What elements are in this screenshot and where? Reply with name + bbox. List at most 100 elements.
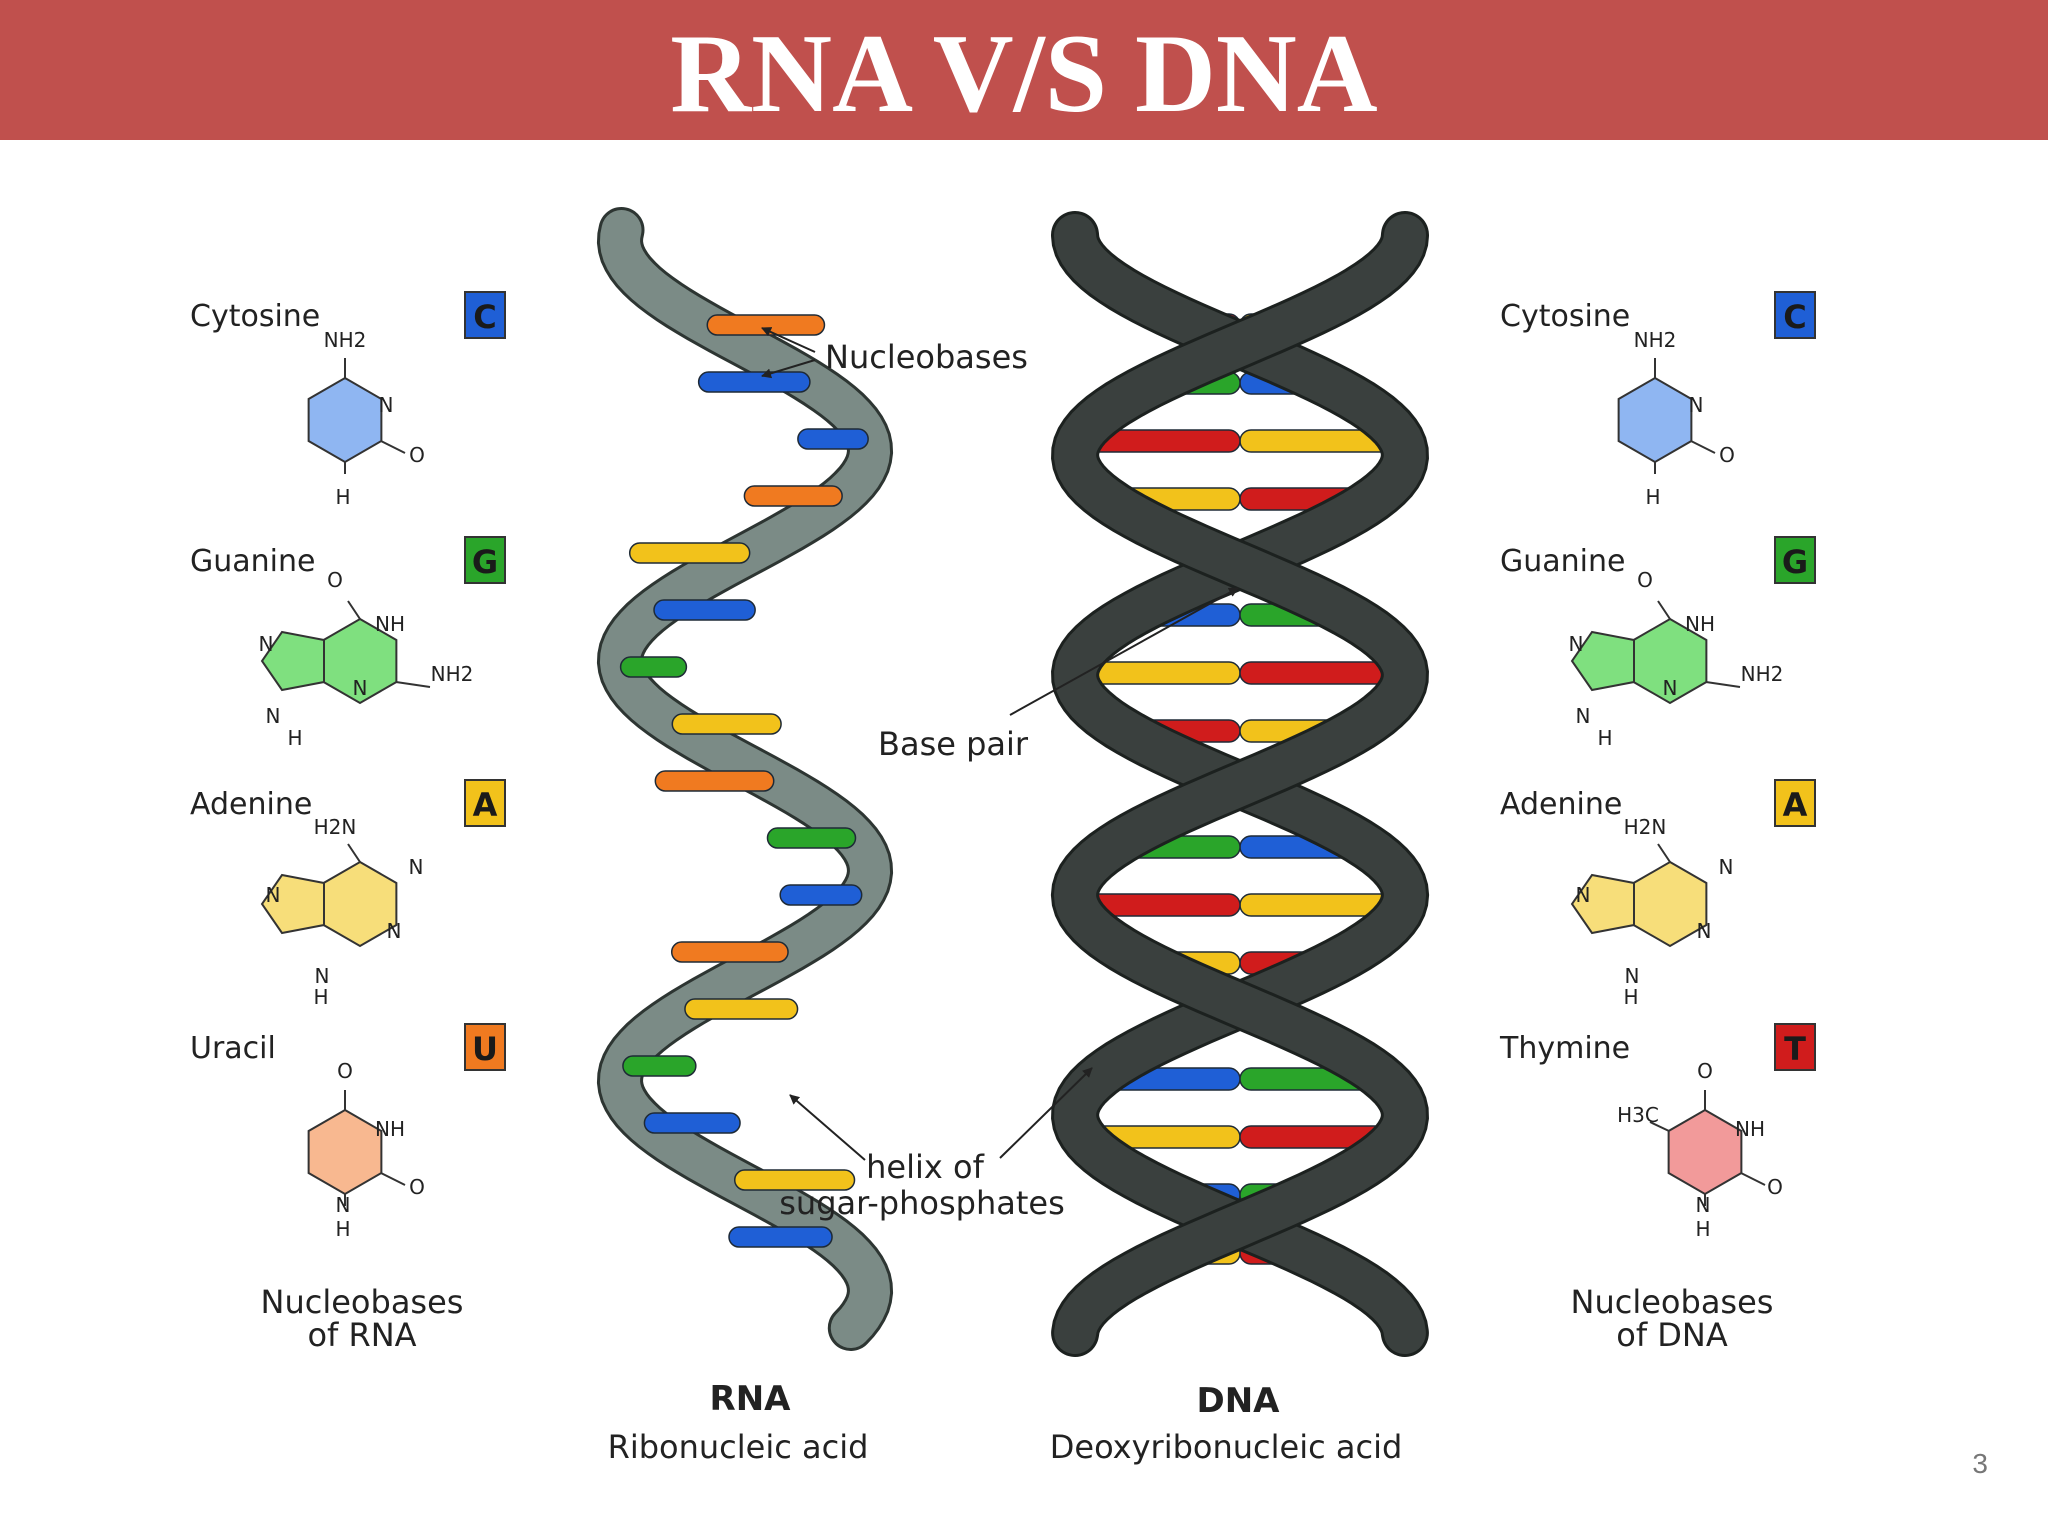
atom-label: H3C	[1617, 1103, 1659, 1127]
atom-label: O	[1719, 443, 1735, 467]
atom-label: H	[335, 1217, 350, 1241]
atom-label: N	[409, 855, 424, 879]
atom-label: NH2	[1634, 328, 1677, 352]
nucleobase-name: Cytosine	[190, 299, 320, 334]
rna-title: RNA	[710, 1379, 792, 1419]
pyrimidine-ring	[1667, 1108, 1743, 1196]
callout-helix-of-sugar-phosphates: helix of sugar-phosphates	[779, 1067, 1093, 1222]
atom-label: N	[387, 919, 402, 943]
atom-label: N	[266, 883, 281, 907]
callout-nucleobases-label: Nucleobases	[825, 338, 1028, 376]
slide-title: RNA V/S DNA	[670, 12, 1378, 136]
nucleobase-letter: G	[472, 543, 498, 581]
dna-helix	[1050, 211, 1430, 1357]
dna-title: DNA	[1197, 1381, 1281, 1421]
atom-label: N	[1697, 919, 1712, 943]
purine-five-ring	[1570, 873, 1635, 935]
atom-label: H	[1645, 485, 1660, 509]
callout-nucleobases: Nucleobases	[761, 327, 1028, 379]
atom-label: NH2	[431, 662, 474, 686]
atom-label: N	[1719, 855, 1734, 879]
pyrimidine-ring	[307, 376, 383, 464]
atom-label: O	[409, 1175, 425, 1199]
nucleobase-name: Cytosine	[1500, 299, 1630, 334]
nucleobase-letter: A	[473, 786, 498, 824]
rna-nucleobase-bar	[628, 542, 751, 564]
dna-backbone-strand	[1053, 214, 1426, 1354]
atom-label: O	[337, 1059, 353, 1083]
rna-subtitle: Ribonucleic acid	[608, 1428, 869, 1466]
rna-nucleobase-bar	[643, 1112, 741, 1134]
atom-label: O	[327, 568, 343, 592]
rna-nucleobase-bar	[684, 998, 799, 1020]
nucleobase-letter: U	[472, 1030, 498, 1068]
rna-panel-caption-line1: Nucleobases	[261, 1283, 464, 1321]
callout-helix-label-line1: helix of	[866, 1148, 984, 1186]
purine-five-ring	[1570, 630, 1635, 692]
nucleobase-name: Thymine	[1499, 1031, 1630, 1066]
callout-base-pair: Base pair	[878, 587, 1239, 763]
nucleobase-name: Adenine	[1500, 787, 1622, 822]
nucleobase-name: Guanine	[1500, 544, 1625, 579]
pyrimidine-ring	[307, 1108, 383, 1196]
nucleobase-name: Guanine	[190, 544, 315, 579]
title-bar: RNA V/S DNA	[0, 0, 2048, 140]
atom-label: H	[287, 726, 302, 750]
atom-label: N	[1689, 393, 1704, 417]
rna-nucleobase-bar	[728, 1226, 833, 1248]
atom-label: N	[379, 393, 394, 417]
rna-nucleobase-bar	[733, 1169, 856, 1191]
nucleobase-name: Adenine	[190, 787, 312, 822]
atom-label: H	[335, 485, 350, 509]
atom-label: N	[1576, 883, 1591, 907]
nucleobase-letter-box	[1774, 536, 1816, 584]
nucleobase-letter-box	[1774, 291, 1816, 339]
nucleobase-letter: C	[1783, 298, 1806, 336]
dna-panel-caption-line1: Nucleobases	[1571, 1283, 1774, 1321]
atom-label: N	[1663, 676, 1678, 700]
purine-five-ring	[260, 873, 325, 935]
nucleobase-letter-box	[464, 291, 506, 339]
nucleobase-letter: C	[473, 298, 496, 336]
atom-label: NH	[1735, 1117, 1765, 1141]
callout-base-pair-label: Base pair	[878, 725, 1029, 763]
nucleobase-letter: T	[1784, 1030, 1806, 1068]
rna-nucleobase-bar	[619, 656, 688, 678]
atom-label: N	[259, 632, 274, 656]
rna-nucleobase-bar	[706, 314, 826, 336]
dna-panel-caption-line2: of DNA	[1616, 1316, 1728, 1354]
nucleobase-letter-box	[1774, 779, 1816, 827]
atom-label: O	[1637, 568, 1653, 592]
atom-label: H	[1597, 726, 1612, 750]
atom-label: H	[313, 985, 328, 1009]
atom-label: O	[1767, 1175, 1783, 1199]
nucleobase-letter-box	[464, 1023, 506, 1071]
atom-label: N	[266, 704, 281, 728]
page-number: 3	[1972, 1448, 1988, 1479]
atom-label: NH	[375, 612, 405, 636]
purine-five-ring	[260, 630, 325, 692]
nucleobase-name: Uracil	[190, 1031, 276, 1066]
atom-label: NH	[375, 1117, 405, 1141]
rna-nucleobase-bar	[697, 371, 811, 393]
nucleobase-letter-box	[1774, 1023, 1816, 1071]
rna-nucleobase-bar	[797, 428, 869, 450]
rna-nucleobase-bar	[670, 941, 789, 963]
atom-label: O	[409, 443, 425, 467]
rna-nucleobase-bar	[671, 713, 782, 735]
atom-label: N	[1625, 964, 1640, 988]
atom-label: H2N	[1624, 815, 1667, 839]
rna-nucleobase-bar	[779, 884, 863, 906]
nucleobase-letter: A	[1783, 786, 1808, 824]
atom-label: NH2	[324, 328, 367, 352]
atom-label: N	[1576, 704, 1591, 728]
